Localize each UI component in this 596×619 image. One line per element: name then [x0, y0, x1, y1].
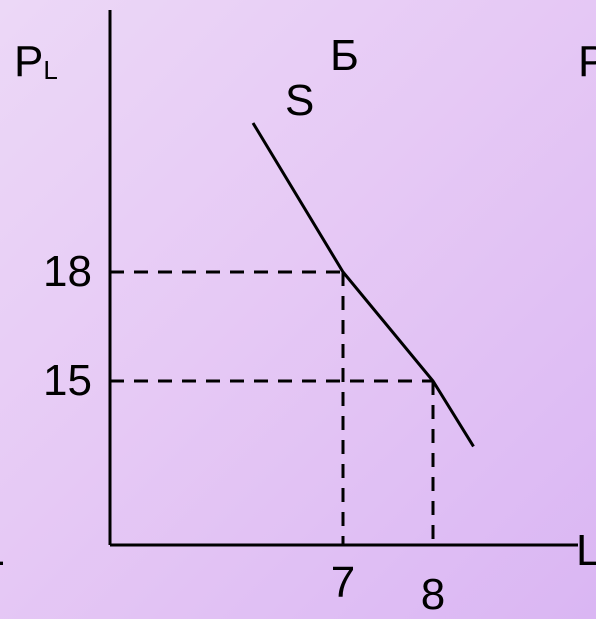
guide-lines — [110, 270, 435, 545]
x-tick-label: 7 — [331, 558, 355, 607]
panel-label: Б — [330, 31, 359, 80]
y-axis-label: PL — [14, 37, 58, 86]
series-label-s: S — [285, 76, 314, 125]
tick-labels: 7 8 18 15 — [43, 247, 445, 619]
series-line-s — [251, 122, 475, 448]
y-axis-label-main: P — [14, 37, 43, 86]
x-axis-label: L — [576, 526, 596, 575]
series-layer — [251, 122, 475, 448]
x-tick-label: 8 — [421, 570, 445, 619]
y-axis-label-sub: L — [43, 55, 57, 85]
right-edge-label: P — [578, 37, 596, 86]
y-tick-label: 15 — [43, 356, 92, 405]
series-labels: S — [285, 76, 314, 125]
left-edge-label: L — [0, 526, 4, 575]
y-tick-label: 18 — [43, 247, 92, 296]
